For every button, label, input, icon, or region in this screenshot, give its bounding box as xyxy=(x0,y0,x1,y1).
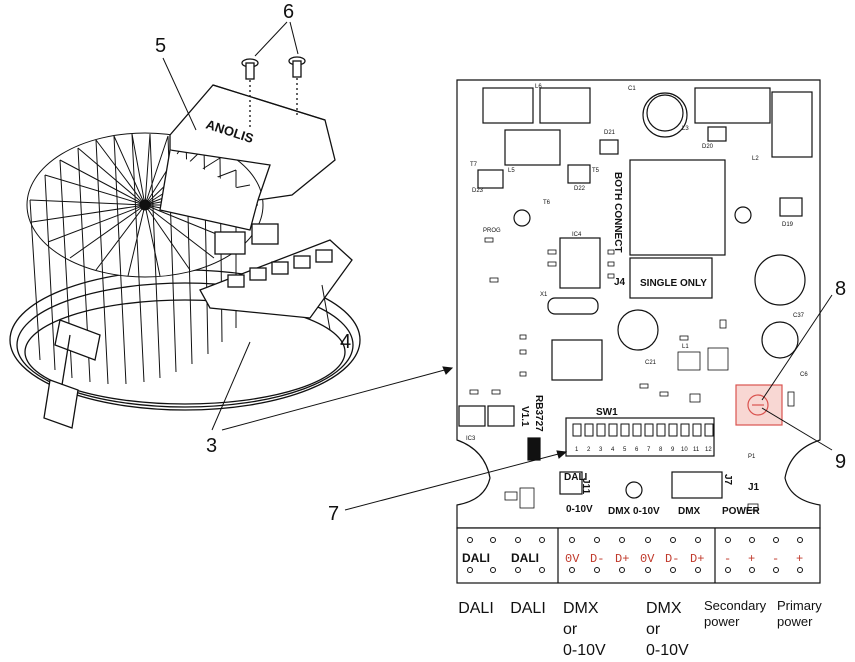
single-only-label: SINGLE ONLY xyxy=(640,278,707,289)
callout-leaders-right xyxy=(344,294,833,511)
callout-9: 9 xyxy=(835,451,846,473)
label-line: Secondary xyxy=(704,598,767,613)
terminal-label: - xyxy=(772,552,779,566)
terminal-label: D+ xyxy=(690,552,704,566)
version-label: V1.1 xyxy=(519,406,530,427)
dmx-pcb-label: DMX xyxy=(678,506,701,517)
dip-number: 12 xyxy=(705,447,712,453)
label-line: or xyxy=(563,621,578,638)
terminal-labels: DALI DALI 0V D- D+ 0V D- D+ - + - + xyxy=(462,551,803,566)
component-ref: D23 xyxy=(472,188,484,194)
j4-label: J4 xyxy=(614,277,626,288)
label-line: DALI xyxy=(510,600,546,617)
component-ref: P1 xyxy=(748,454,756,460)
terminal-label: - xyxy=(724,552,731,566)
terminal-label: 0V xyxy=(565,552,580,566)
board-rev-label: RB3727 xyxy=(533,395,544,432)
label-line: DMX xyxy=(646,600,682,617)
component-ref: X1 xyxy=(540,292,548,298)
component-refs: C1 C37 C6 C21 X1 IC4 IC3 L1 L2 L3 L5 L6 … xyxy=(466,84,808,460)
heatsink xyxy=(26,132,264,385)
component-ref: T7 xyxy=(470,162,478,168)
terminal-label: DALI xyxy=(462,551,490,565)
component-ref: C37 xyxy=(793,313,805,319)
both-connect-label: BOTH CONNECT xyxy=(612,172,623,253)
connector-label-primary-power: Primary power xyxy=(777,598,849,630)
component-ref: D19 xyxy=(782,222,794,228)
callout-leaders-left xyxy=(162,21,454,431)
component-ref: C1 xyxy=(628,86,636,92)
dip-numbers: 1 2 3 4 5 6 7 8 9 10 11 12 xyxy=(575,447,712,453)
zero-ten-pcb-label: 0-10V xyxy=(566,504,593,515)
callout-4: 4 xyxy=(340,331,351,353)
screws xyxy=(241,56,306,130)
terminal-label: D- xyxy=(590,552,604,566)
component-ref: L5 xyxy=(508,168,515,174)
connector-label-dali-1: DALI xyxy=(454,598,498,619)
callout-5: 5 xyxy=(155,35,166,57)
terminal-label: D+ xyxy=(615,552,629,566)
terminal-label: + xyxy=(796,552,803,566)
terminal-label: 0V xyxy=(640,552,655,566)
label-line: DMX xyxy=(563,600,599,617)
label-line: Primary xyxy=(777,598,822,613)
component-ref: L2 xyxy=(752,156,759,162)
component-ref: C21 xyxy=(645,360,657,366)
dip-number: 5 xyxy=(623,447,627,453)
j7-label: J7 xyxy=(722,474,733,486)
connector-label-dali-2: DALI xyxy=(506,598,550,619)
j11-label: J11 xyxy=(580,478,591,495)
component-ref: T6 xyxy=(543,200,551,206)
component-ref: IC4 xyxy=(572,232,582,238)
dip-number: 9 xyxy=(671,447,675,453)
label-line: power xyxy=(777,614,813,629)
component-ref: D22 xyxy=(574,186,586,192)
cable-gland xyxy=(43,319,101,429)
component-ref: D20 xyxy=(702,144,714,150)
label-line: 0-10V xyxy=(646,642,689,659)
connector-block xyxy=(199,223,353,319)
dip-number: 2 xyxy=(587,447,591,453)
component-ref: T5 xyxy=(592,168,600,174)
pcb-board xyxy=(456,79,821,584)
connector-label-secondary-power: Secondary power xyxy=(704,598,776,630)
dip-number: 1 xyxy=(575,447,579,453)
callout-6: 6 xyxy=(283,1,294,23)
fixture-illustration: ANOLIS xyxy=(9,56,361,429)
dip-number: 11 xyxy=(693,447,700,453)
component-ref: L3 xyxy=(682,126,689,132)
label-line: or xyxy=(646,621,661,638)
label-line: 0-10V xyxy=(563,642,606,659)
dali-pcb-label: DALI xyxy=(564,472,588,483)
dmx-zero-ten-pcb-label: DMX 0-10V xyxy=(608,506,660,517)
dip-number: 4 xyxy=(611,447,615,453)
callout-8: 8 xyxy=(835,278,846,300)
dip-number: 8 xyxy=(659,447,663,453)
dip-number: 6 xyxy=(635,447,639,453)
component-ref: L1 xyxy=(682,344,689,350)
terminal-label: DALI xyxy=(511,551,539,565)
terminal-label: D- xyxy=(665,552,679,566)
dip-number: 3 xyxy=(599,447,603,453)
label-line: DALI xyxy=(458,600,494,617)
terminal-label: + xyxy=(748,552,755,566)
connector-label-dmx-1: DMX or 0-10V xyxy=(563,598,615,661)
pcb-labels: BOTH CONNECT SINGLE ONLY J4 RB3727 V1.1 … xyxy=(519,172,761,517)
component-ref: IC3 xyxy=(466,436,476,442)
dip-number: 10 xyxy=(681,447,688,453)
component-ref: PROG xyxy=(483,228,501,234)
j1-label: J1 xyxy=(748,482,760,493)
connector-label-dmx-2: DMX or 0-10V xyxy=(646,598,698,661)
callout-7: 7 xyxy=(328,503,339,525)
dip-number: 7 xyxy=(647,447,651,453)
sw1-label: SW1 xyxy=(596,407,618,418)
component-ref: D21 xyxy=(604,130,616,136)
callout-3: 3 xyxy=(206,435,217,457)
component-ref: L6 xyxy=(535,84,542,90)
power-pcb-label: POWER xyxy=(722,506,761,517)
label-line: power xyxy=(704,614,740,629)
component-ref: C6 xyxy=(800,372,808,378)
